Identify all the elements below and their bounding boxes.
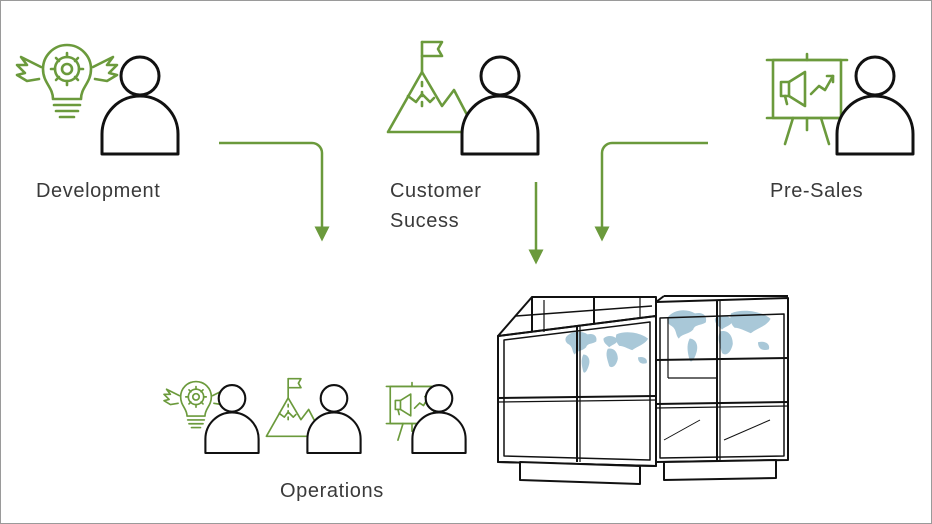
development-label: Development bbox=[36, 180, 161, 202]
presales-label: Pre-Sales bbox=[770, 180, 864, 202]
person-icon bbox=[306, 384, 362, 455]
server-rack-right bbox=[655, 295, 789, 481]
person-icon bbox=[460, 55, 540, 156]
server-rack-left bbox=[497, 296, 657, 485]
person-icon bbox=[835, 55, 915, 156]
bulb-gear-icon bbox=[15, 43, 119, 119]
datacenter-racks bbox=[497, 295, 789, 485]
arrow-presales-to-datacenter bbox=[594, 141, 708, 242]
development-group bbox=[15, 43, 180, 156]
operations-group bbox=[163, 377, 467, 455]
arrow-development-to-operations bbox=[219, 141, 330, 242]
mountain-flag-icon bbox=[386, 40, 478, 134]
presentation-board-icon bbox=[765, 52, 849, 146]
person-icon bbox=[411, 384, 467, 455]
customer-success-group bbox=[386, 40, 540, 156]
operations-label: Operations bbox=[280, 480, 384, 502]
customer-success-label: Customer Sucess bbox=[390, 180, 482, 232]
presales-group bbox=[765, 52, 915, 156]
person-icon bbox=[100, 55, 180, 156]
